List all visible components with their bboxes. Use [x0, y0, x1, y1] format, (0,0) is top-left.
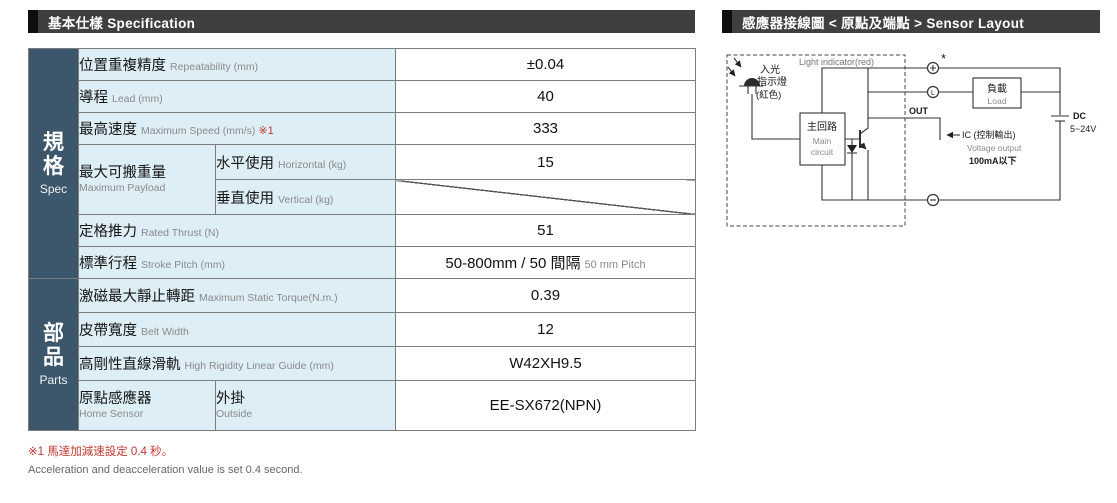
group-parts-zh-2: 品 [43, 346, 64, 369]
group-parts-zh-1: 部 [43, 322, 64, 346]
value-linear-guide: W42XH9.5 [395, 346, 697, 381]
spec-section-header: 基本仕樣 Specification [28, 10, 695, 33]
spec-section-title: 基本仕樣 Specification [48, 15, 196, 31]
group-spec-zh-1: 規 [43, 131, 64, 155]
sensor-section-header: 感應器接線圖 < 原點及端點 > Sensor Layout [722, 10, 1100, 33]
light-ray-arrow [733, 57, 742, 68]
main-circuit-label-zh: 主回路 [807, 120, 837, 133]
main-circuit-box [799, 112, 846, 166]
value-static-torque: 0.39 [395, 278, 697, 313]
value-payload-horizontal: 15 [395, 144, 697, 180]
sensor-section-title: 感應器接線圖 < 原點及端點 > Sensor Layout [742, 15, 1025, 31]
label-max-payload: 最大可搬重量 Maximum Payload [78, 144, 216, 215]
led-label-zh-2: 指示燈 [757, 75, 787, 88]
group-cell-parts: 部 品 Parts [28, 278, 79, 431]
terminal-l-icon [926, 85, 940, 99]
value-belt-width: 12 [395, 312, 697, 347]
out-label: OUT [909, 106, 929, 116]
sensor-enclosure-outline [726, 54, 906, 227]
footnotes: ※1 馬達加減速設定 0.4 秒。 Acceleration and deacc… [28, 445, 695, 477]
value-payload-vertical-empty [395, 179, 697, 215]
group-spec-en: Spec [39, 181, 68, 196]
light-indicator-label: Light indicator(red) [799, 57, 874, 67]
stroke-pitch-suffix: 50 mm Pitch [584, 259, 646, 271]
note-ref-1: ※1 [258, 125, 274, 137]
led-indicator-icon [744, 78, 760, 86]
group-cell-spec: 規 格 Spec [28, 48, 79, 279]
group-spec-zh-2: 格 [43, 155, 64, 178]
load-label-zh: 負載 [987, 83, 1007, 95]
label-home-sensor: 原點感應器 Home Sensor [78, 380, 216, 431]
main-circuit-label-en1: Main [813, 136, 832, 146]
dc-range-label: 5~24V [1070, 124, 1096, 134]
value-max-speed: 333 [395, 112, 697, 145]
ic-label: IC (控制輸出) [962, 129, 1016, 140]
group-parts-en: Parts [39, 372, 68, 387]
value-lead: 40 [395, 80, 697, 113]
value-repeatability: ±0.04 [395, 48, 697, 81]
transistor-emitter-arrow [859, 142, 867, 150]
header-accent-square [28, 10, 38, 33]
current-limit-label: 100mA以下 [969, 156, 1017, 166]
dc-label: DC [1073, 111, 1086, 121]
led-label-zh-3: (紅色) [756, 89, 781, 101]
terminal-l-letter: L [931, 90, 935, 97]
load-box [972, 77, 1022, 109]
led-label-zh-1: 入光 [760, 63, 780, 76]
light-ray-arrow [727, 66, 736, 77]
main-circuit-label-en2: circuit [811, 147, 834, 157]
load-label-en: Load [988, 96, 1007, 106]
footnote-en: Acceleration and deacceleration value is… [28, 463, 303, 476]
voltage-output-label: Voltage output [967, 143, 1022, 153]
sensor-wiring-diagram: L Light indicator(red) 入光 指示燈 (紅色) 主回路 M… [726, 51, 1096, 227]
label-home-sensor-mount: 外掛 Outside [214, 380, 397, 431]
spec-row-home-sensor: 原點感應器 Home Sensor 外掛 Outside EE-SX672(NP… [29, 380, 697, 431]
value-home-sensor: EE-SX672(NPN) [395, 380, 697, 431]
diode-icon [847, 145, 857, 153]
footnote-zh: ※1 馬達加減速設定 0.4 秒。 [28, 446, 174, 458]
value-rated-thrust: 51 [395, 214, 697, 247]
header-accent-square [722, 10, 732, 33]
sensor-panel: 感應器接線圖 < 原點及端點 > Sensor Layout [722, 10, 1100, 240]
asterisk-note: * [941, 51, 946, 66]
